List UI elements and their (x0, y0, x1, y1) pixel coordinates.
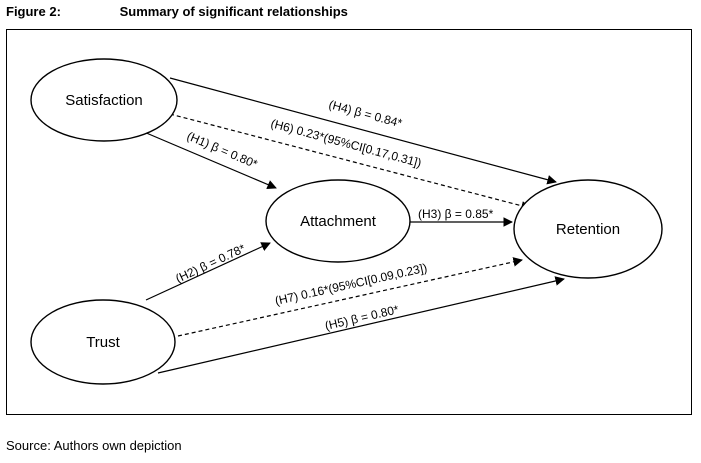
figure-header: Figure 2: Summary of significant relatio… (6, 4, 348, 19)
edge-label-h5: (H5) β = 0.80* (324, 302, 401, 333)
figure-label: Figure 2: (6, 4, 61, 19)
edge-h7 (177, 257, 523, 337)
node-label-trust: Trust (86, 334, 120, 351)
edge-h2 (145, 242, 271, 301)
node-label-attachment: Attachment (300, 213, 377, 230)
edge-h6 (169, 113, 531, 211)
figure-title: Summary of significant relationships (119, 4, 348, 19)
node-attachment: Attachment (265, 179, 411, 263)
edge-h4 (169, 77, 557, 185)
node-satisfaction: Satisfaction (30, 58, 178, 142)
edge-label-h3: (H3) β = 0.85* (418, 207, 494, 221)
edge-label-h7: (H7) 0.16*(95%CI[0.09,0.23]) (274, 261, 429, 308)
diagram-frame (6, 29, 692, 415)
edge-h1 (143, 131, 277, 190)
node-retention: Retention (513, 179, 663, 279)
edge-label-h4: (H4) β = 0.84* (327, 97, 404, 130)
node-label-satisfaction: Satisfaction (65, 92, 143, 109)
edge-h5 (157, 276, 565, 374)
node-trust: Trust (30, 299, 176, 385)
node-label-retention: Retention (556, 221, 620, 238)
edge-label-h2: (H2) β = 0.78* (173, 241, 247, 286)
source-note: Source: Authors own depiction (6, 438, 182, 453)
